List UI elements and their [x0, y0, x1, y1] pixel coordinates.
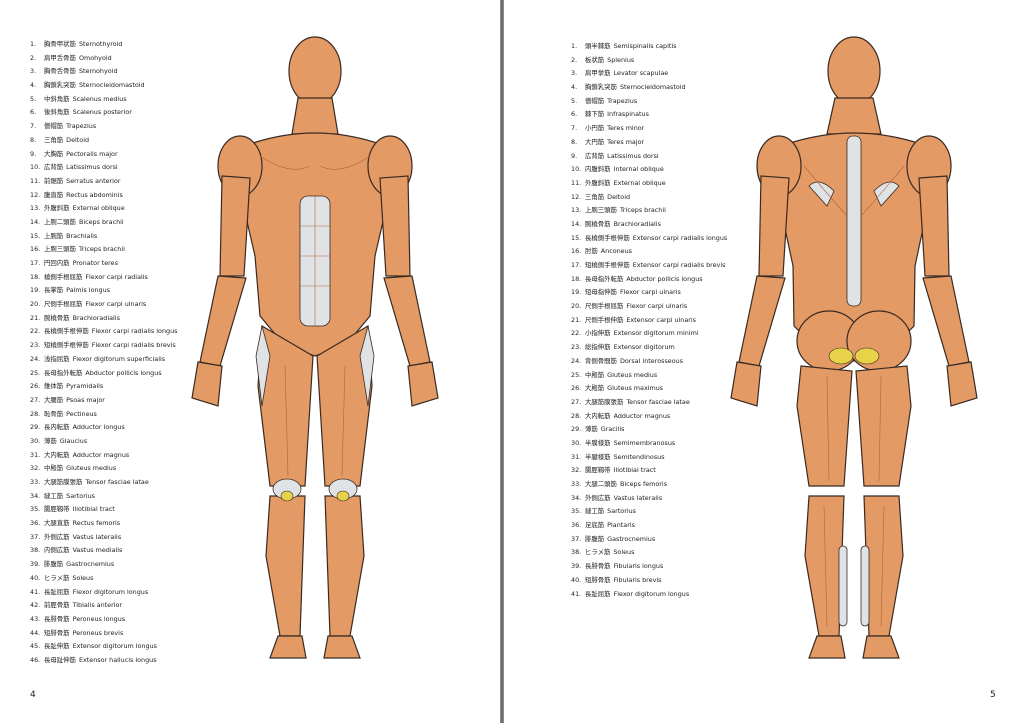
page-number: 4 [30, 690, 36, 700]
anterior-muscle-figure [191, 36, 439, 659]
page-number: 5 [990, 690, 996, 700]
posterior-muscle-figure [730, 36, 978, 659]
book-gutter [500, 0, 504, 723]
